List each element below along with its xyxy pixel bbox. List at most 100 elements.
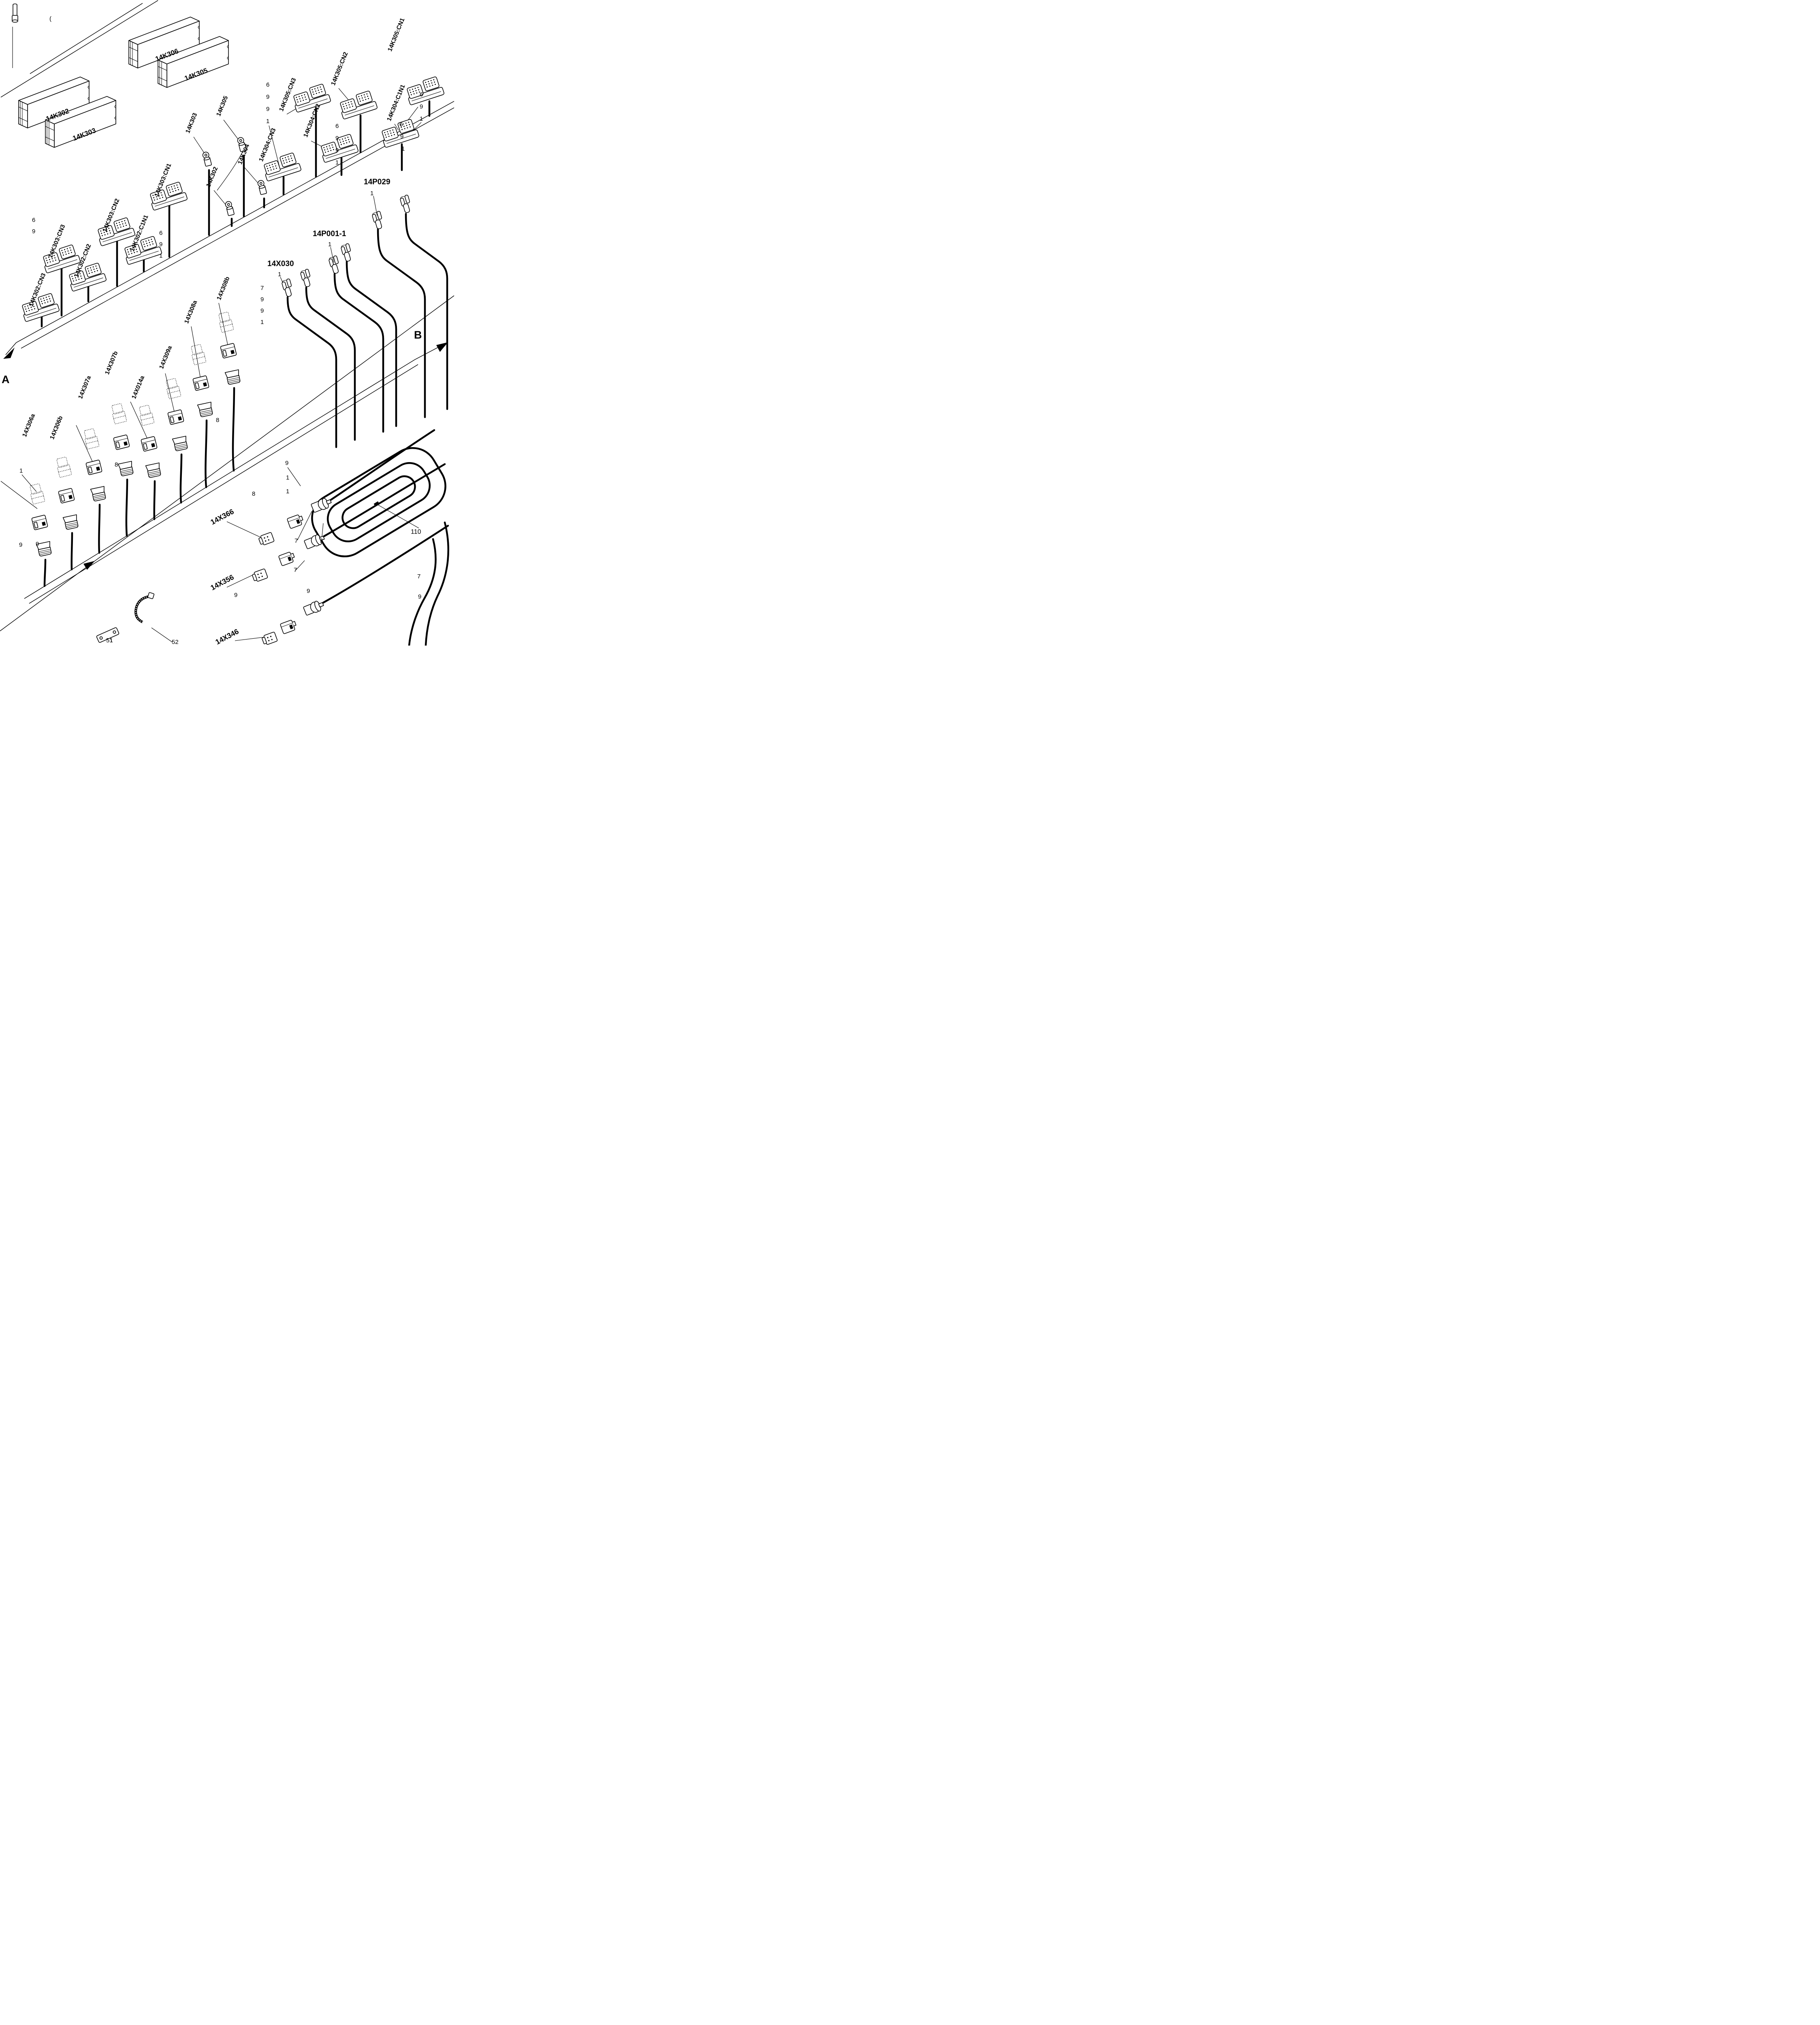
callout-fragment: 1	[266, 118, 269, 125]
callout-fragment: 6	[420, 91, 423, 98]
connector-14k302-cn2	[66, 262, 107, 292]
wire-marker-label: 110	[411, 529, 421, 535]
terminal-label: 14K302	[205, 166, 219, 188]
callout-number: 1	[328, 241, 331, 248]
ring-terminal-14k303	[202, 151, 212, 167]
callout-fragment: 9	[335, 135, 339, 142]
callout-fragment: 1	[420, 115, 423, 122]
wire	[125, 478, 128, 537]
connector-label: 14X346	[214, 627, 240, 646]
wire	[346, 260, 397, 427]
connector-label: 14K304:C1N1	[386, 83, 407, 122]
arrow-a-shaft	[5, 342, 17, 355]
callout-number: 52	[172, 639, 179, 646]
flag-terminal-14p029-left	[371, 211, 385, 230]
wire	[98, 503, 101, 554]
connector-label: 14X307a	[77, 375, 93, 400]
band-b-line-1	[24, 359, 415, 599]
callout-fragment: 7	[294, 567, 297, 573]
flag-terminal-14p001-right	[340, 243, 354, 262]
callout-fragment: 9	[260, 296, 264, 303]
wire	[377, 228, 426, 418]
connector-14k303-cn2	[95, 216, 136, 247]
round-connector-14x309a	[172, 436, 189, 452]
sheet-corner-line-inner	[30, 3, 143, 74]
connector-14x014a	[141, 436, 158, 452]
callout-fragment: 9	[32, 228, 35, 235]
callout-fragment: 9	[266, 94, 269, 100]
flag-terminal-14p029-right	[399, 194, 413, 214]
connector-label: 14K305:CN3	[278, 77, 298, 113]
wire	[333, 273, 384, 433]
phantom-connector-14x308b	[217, 311, 234, 333]
flag-terminal-14x030-left	[281, 278, 294, 298]
round-connector-14x308a	[197, 402, 214, 418]
wire	[305, 286, 356, 441]
callout-fragment: 1	[286, 474, 289, 481]
callout-fragment: 8	[252, 490, 255, 497]
ring-terminal-14k302	[224, 200, 235, 216]
sheet-corner-line-outer	[0, 0, 158, 98]
callout-fragment: 9	[400, 133, 403, 140]
callout-fragment: 9	[285, 460, 288, 467]
callout-fragment: 6	[266, 81, 269, 88]
callout-fragment: 7	[294, 537, 298, 544]
connector-mid-14x356	[278, 550, 296, 567]
connector-label: 14K305:CN2	[330, 51, 350, 87]
callout-fragment: 9	[420, 103, 423, 110]
callout-fragment: 1	[159, 252, 162, 259]
callout-fragment: 9	[307, 588, 310, 595]
callout-fragment: 6	[32, 217, 35, 224]
connector-label: 14X306a	[21, 413, 37, 438]
connector-14k302-c1n1	[122, 235, 162, 265]
connector-14x307b	[113, 434, 130, 450]
wire	[322, 524, 449, 604]
part-label: 14P001-1	[313, 230, 346, 238]
callout-number: 51	[106, 637, 113, 644]
round-connector-14x308b	[224, 369, 242, 386]
callout-fragment: (	[49, 15, 51, 22]
connector-14k302-cn3	[19, 292, 60, 322]
connector-label: 14X309a	[158, 345, 174, 370]
connector-mid-14x346	[280, 618, 298, 635]
connector-label: 14K304:CN3	[258, 127, 277, 163]
callout-fragment: 9	[36, 541, 39, 548]
arrow-a-head-icon	[3, 347, 15, 359]
arrow-b-head-icon	[436, 342, 448, 352]
connector-14x307a	[85, 459, 102, 475]
connector-14k303-cn3	[40, 243, 81, 274]
wire	[405, 213, 448, 410]
callout-fragment: 1	[335, 159, 339, 166]
terminal-label: 14K304	[237, 143, 251, 166]
connector-14x306b	[58, 488, 75, 504]
connector-small-14x346	[261, 631, 278, 646]
phantom-connector-14x014a	[138, 404, 155, 426]
wire	[286, 296, 337, 448]
connector-label: 14X014a	[130, 375, 146, 400]
connector-label: 14X307b	[104, 350, 119, 376]
callout-fragment: 9	[19, 541, 22, 548]
connector-label: 14X306b	[49, 415, 64, 441]
part-label: 14P029	[364, 178, 390, 186]
round-connector-14x306b	[62, 514, 80, 531]
connector-label: 14X308a	[183, 299, 199, 325]
callout-number: 1	[370, 190, 373, 197]
connector-label: 14X356	[209, 573, 235, 592]
callout-fragment: 9	[335, 147, 339, 154]
callout-fragment: 7	[260, 285, 264, 292]
callout-fragment: 6	[159, 230, 162, 237]
harness-wires	[41, 100, 449, 646]
part-label: 14X030	[267, 260, 294, 268]
connector-small-14x366	[258, 532, 275, 546]
wire	[232, 387, 235, 472]
wire	[425, 521, 449, 646]
connector-label: 14X308b	[215, 276, 231, 301]
callout-fragment: 1	[401, 145, 405, 152]
callout-fragment: 9	[234, 592, 237, 599]
callout-fragment: 9	[418, 593, 421, 600]
callout-fragment: 1	[260, 319, 264, 326]
phantom-connector-14x308a	[190, 343, 207, 365]
callout-fragment: 1	[19, 467, 23, 474]
connector-14x309a	[167, 409, 184, 425]
connector-14x306a	[31, 514, 48, 531]
